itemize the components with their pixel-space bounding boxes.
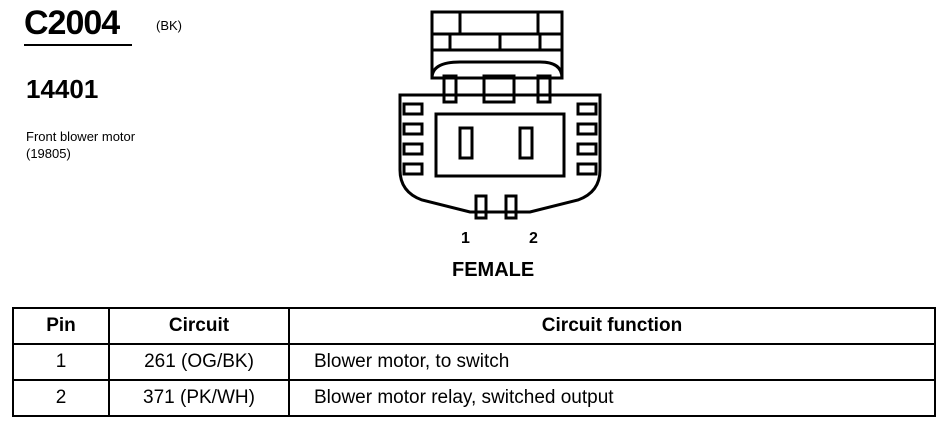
table-header-row: Pin Circuit Circuit function: [12, 307, 936, 345]
side-rib: [576, 102, 598, 116]
table-row: 2 371 (PK/WH) Blower motor relay, switch…: [12, 379, 936, 417]
cell-function: Blower motor relay, switched output: [288, 379, 936, 417]
cell-circuit: 371 (PK/WH): [108, 379, 290, 417]
connector-id-underline: [24, 44, 132, 46]
connector-color: (BK): [156, 18, 182, 33]
side-rib: [576, 162, 598, 176]
component-description: Front blower motor (19805): [26, 128, 135, 162]
component-name: Front blower motor: [26, 129, 136, 144]
connector-id: C2004: [24, 4, 120, 42]
table-row: 1 261 (OG/BK) Blower motor, to switch: [12, 343, 936, 381]
side-rib: [402, 142, 424, 156]
latch-tab: [458, 10, 540, 36]
latch-curve: [430, 60, 564, 79]
pin-cavity-2: [518, 126, 534, 160]
side-rib: [576, 122, 598, 136]
side-rib: [402, 122, 424, 136]
bottom-key-2: [504, 194, 518, 220]
cell-circuit: 261 (OG/BK): [108, 343, 290, 381]
component-code: (19805): [26, 146, 71, 161]
pin-label-2: 2: [529, 230, 538, 247]
bottom-key-1: [474, 194, 488, 220]
connector-gender: FEMALE: [452, 259, 535, 281]
pin-cavity-block: [434, 112, 566, 178]
cell-pin: 1: [12, 343, 110, 381]
header-circuit: Circuit: [108, 307, 290, 345]
side-rib: [402, 102, 424, 116]
cell-pin: 2: [12, 379, 110, 417]
header-pin: Pin: [12, 307, 110, 345]
lock-tab-right: [536, 74, 552, 104]
side-rib: [576, 142, 598, 156]
lock-tab-left: [442, 74, 458, 104]
side-rib: [402, 162, 424, 176]
connector-outline: [398, 93, 602, 214]
part-number: 14401: [26, 74, 99, 104]
header-circuit-function: Circuit function: [288, 307, 936, 345]
lock-tab-center: [482, 74, 516, 104]
pin-cavity-1: [458, 126, 474, 160]
connector-face-drawing: [398, 10, 602, 220]
pin-label-1: 1: [461, 230, 470, 247]
cell-function: Blower motor, to switch: [288, 343, 936, 381]
pin-table: Pin Circuit Circuit function 1 261 (OG/B…: [12, 307, 936, 417]
